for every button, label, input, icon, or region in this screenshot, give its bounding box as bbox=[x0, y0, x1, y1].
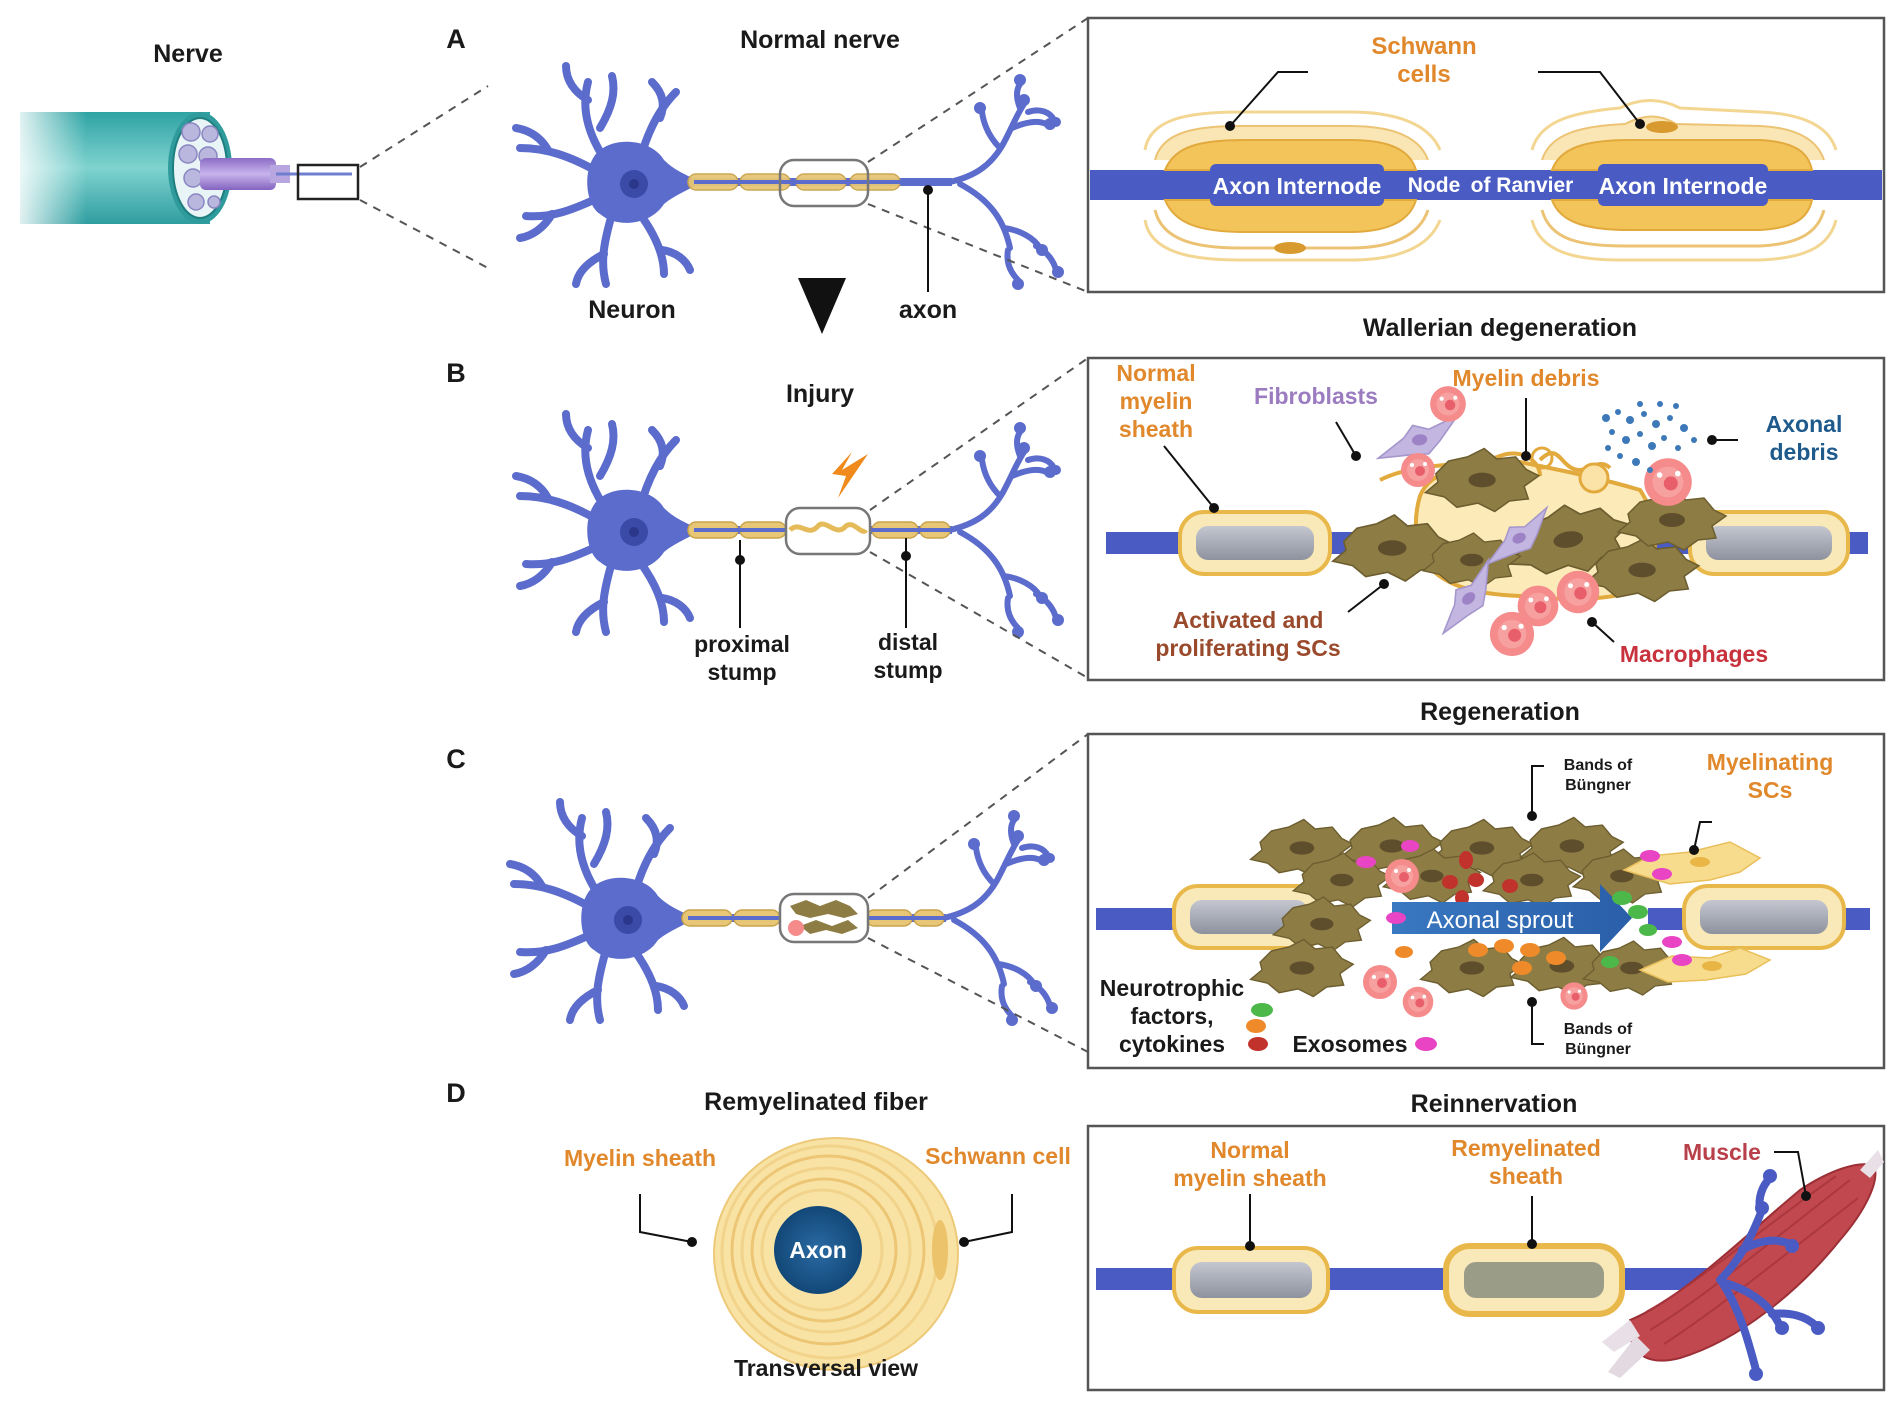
distal-label-1: distal bbox=[878, 629, 938, 655]
neuron-c-myelin bbox=[681, 892, 946, 944]
neuron-b-myelin bbox=[687, 452, 952, 556]
remyelinated-sheath-label-1: Remyelinated bbox=[1451, 1135, 1601, 1161]
axon-internode-right: Axon Internode bbox=[1599, 173, 1768, 199]
bands-top-label-1: Bands of bbox=[1564, 757, 1633, 774]
activated-sc-label-1: Activated and bbox=[1173, 607, 1324, 633]
neurotrophic-label-1: Neurotrophic bbox=[1100, 975, 1245, 1001]
normal-myelin-label-2: myelin bbox=[1120, 388, 1193, 414]
neurotrophic-label-2: factors, bbox=[1130, 1003, 1213, 1029]
panel-letter-b: B bbox=[446, 358, 466, 388]
neurotrophic-label-3: cytokines bbox=[1119, 1031, 1225, 1057]
fibroblasts-label: Fibroblasts bbox=[1254, 383, 1378, 409]
axonal-debris-label-1: Axonal bbox=[1766, 411, 1843, 437]
distal-label-2: stump bbox=[874, 657, 943, 683]
nerve-title: Nerve bbox=[153, 40, 223, 68]
schwann-cell-label: Schwann cell bbox=[925, 1143, 1071, 1169]
muscle-label: Muscle bbox=[1683, 1139, 1761, 1165]
schwann-cells-label-2: cells bbox=[1397, 61, 1450, 88]
panel-a-title: Normal nerve bbox=[740, 26, 900, 54]
axon-center-label: Axon bbox=[789, 1237, 847, 1263]
wallerian-title: Wallerian degeneration bbox=[1363, 314, 1637, 342]
myelin-sheath-label: Myelin sheath bbox=[564, 1145, 716, 1171]
axonal-sprout-label: Axonal sprout bbox=[1427, 907, 1574, 934]
schwann-cells-label-1: Schwann bbox=[1371, 33, 1476, 60]
transversal-view bbox=[639, 1137, 1013, 1371]
normal-myelin-label-1: Normal bbox=[1116, 360, 1195, 386]
neuron-a-myelin bbox=[687, 158, 952, 208]
panel-letter-c: C bbox=[446, 744, 466, 774]
myelin-debris-label: Myelin debris bbox=[1453, 365, 1600, 391]
inset-d bbox=[1086, 1124, 1886, 1392]
remyelinated-fiber-title: Remyelinated fiber bbox=[704, 1088, 928, 1116]
axon-label: axon bbox=[899, 296, 957, 324]
proximal-label-1: proximal bbox=[694, 631, 790, 657]
transversal-view-label: Transversal view bbox=[734, 1355, 918, 1381]
reinnervation-title: Reinnervation bbox=[1411, 1090, 1578, 1118]
normal-myelin-d-label-2: myelin sheath bbox=[1173, 1165, 1326, 1191]
inset-c bbox=[1086, 732, 1886, 1070]
macrophages-label: Macrophages bbox=[1620, 641, 1768, 667]
axon-internode-left: Axon Internode bbox=[1213, 173, 1382, 199]
panel-b-title: Injury bbox=[786, 380, 854, 408]
down-arrow bbox=[798, 278, 846, 334]
bands-top-label-2: Büngner bbox=[1565, 777, 1631, 794]
inset-b bbox=[1086, 356, 1886, 682]
zoom-line-a-bottom bbox=[867, 203, 1089, 293]
axonal-debris-label-2: debris bbox=[1769, 439, 1838, 465]
node-label: Node bbox=[1408, 174, 1461, 197]
zoom-line-a-top bbox=[867, 17, 1089, 163]
remyelinated-sheath-label-2: sheath bbox=[1489, 1163, 1563, 1189]
myelinating-sc-label-1: Myelinating bbox=[1707, 749, 1834, 775]
normal-myelin-d-label-1: Normal bbox=[1210, 1137, 1289, 1163]
neuron-a bbox=[516, 66, 1064, 290]
bands-bottom-label-1: Bands of bbox=[1564, 1021, 1633, 1038]
regeneration-title: Regeneration bbox=[1420, 698, 1580, 726]
activated-sc-label-2: proliferating SCs bbox=[1155, 635, 1340, 661]
normal-myelin-label-3: sheath bbox=[1119, 416, 1193, 442]
proximal-label-2: stump bbox=[708, 659, 777, 685]
nerve-illustration bbox=[20, 112, 360, 224]
panel-letter-d: D bbox=[446, 1078, 466, 1108]
inset-a bbox=[1086, 16, 1886, 294]
exosomes-label: Exosomes bbox=[1292, 1031, 1407, 1057]
neuron-label: Neuron bbox=[588, 296, 676, 324]
myelinating-sc-label-2: SCs bbox=[1748, 777, 1793, 803]
panel-letter-a: A bbox=[446, 24, 466, 54]
bands-bottom-label-2: Büngner bbox=[1565, 1041, 1631, 1058]
of-ranvier-label: of Ranvier bbox=[1471, 174, 1574, 197]
